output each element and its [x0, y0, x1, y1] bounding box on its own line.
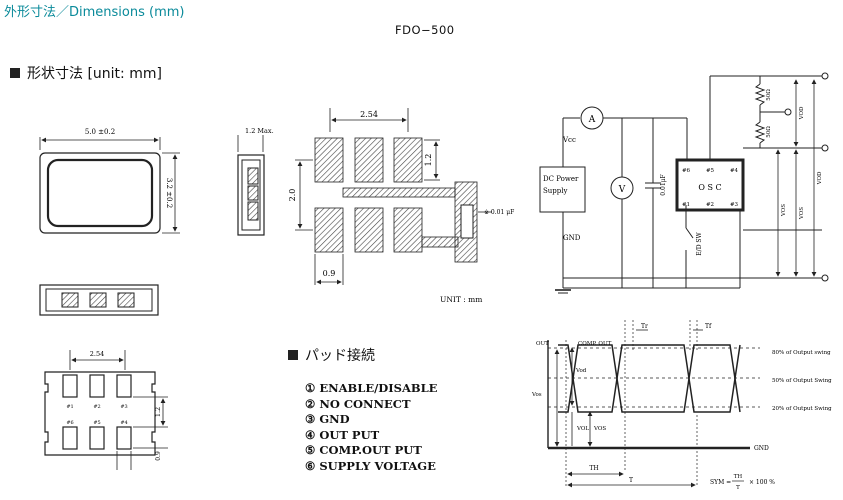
- dimensions-heading-text: 形状寸法 [unit: mm]: [27, 66, 162, 82]
- cap-label: 0.01μF: [660, 174, 667, 195]
- vod-label: Vod: [575, 368, 587, 374]
- level-50-label: 50% of Output Swing: [772, 378, 832, 384]
- test-circuit-drawing: [539, 72, 829, 294]
- comp-out-label: COMP. OUT: [578, 341, 612, 347]
- land-pad-height-label: 1.2: [424, 154, 433, 167]
- resistor-label: 50Ω: [766, 126, 772, 138]
- bottom-pitch-label: 2.54: [90, 350, 104, 358]
- sym-label: SYM =: [710, 479, 731, 486]
- pad-number: #4: [120, 420, 127, 426]
- tf-label: Tf: [705, 323, 712, 330]
- land-cap-label: ※ 0.01 μF: [484, 209, 514, 216]
- voltmeter-icon: V: [618, 185, 626, 195]
- pad-item: ⑥ SUPPLY VOLTAGE: [305, 458, 436, 473]
- osc-pin: #6: [682, 168, 691, 174]
- vos-label: VOS: [799, 207, 805, 220]
- top-height-label: 3.2 ±0.2: [165, 178, 173, 208]
- land-pad-width-label: 0.9: [323, 269, 336, 278]
- page-title: 外形寸法／Dimensions (mm): [4, 5, 185, 20]
- vol-label: VOL: [576, 426, 589, 432]
- land-pitch-label: 2.54: [360, 110, 378, 119]
- pad-item: ③ GND: [305, 412, 350, 427]
- osc-pin: #2: [706, 202, 714, 208]
- pad-number: #2: [93, 404, 100, 410]
- pad-item: ② NO CONNECT: [305, 396, 411, 411]
- th-label: TH: [589, 465, 598, 472]
- pad-item: ④ OUT PUT: [305, 427, 380, 442]
- osc-label: O S C: [698, 183, 721, 192]
- pad-number: #1: [66, 404, 73, 410]
- land-row-label: 2.0: [288, 189, 297, 202]
- unit-note: UNIT : mm: [440, 295, 482, 304]
- level-20-label: 20% of Output Swing: [772, 406, 832, 412]
- osc-pin: #3: [730, 202, 739, 208]
- pad-item: ⑤ COMP.OUT PUT: [305, 443, 422, 458]
- square-bullet-icon: [10, 68, 20, 78]
- pad-number: #5: [93, 420, 100, 426]
- pad-connection-heading: パッド接続: [288, 345, 375, 365]
- power-supply-label: DC Power: [543, 175, 579, 183]
- sym-denominator: T: [736, 485, 740, 491]
- vos-label: VOS: [781, 204, 787, 217]
- tr-label: Tr: [641, 323, 648, 330]
- land-pattern-drawing: [295, 108, 492, 285]
- osc-pin: #5: [706, 168, 715, 174]
- vos-label: Vos: [531, 392, 542, 398]
- vos-label: VOS: [593, 426, 606, 432]
- vod-label: VOD: [799, 106, 805, 120]
- bottom-low-dim-label: 0.9: [155, 451, 162, 461]
- sym-tail: × 100 %: [749, 479, 775, 486]
- bottom-right-dim-label: 1.2: [154, 407, 162, 417]
- pad-number: #3: [120, 404, 127, 410]
- top-width-label: 5.0 ±0.2: [85, 128, 115, 136]
- osc-pin: #4: [730, 168, 739, 174]
- ammeter-icon: A: [588, 115, 596, 125]
- resistor-label: 50Ω: [766, 89, 772, 101]
- pad-connection-list: ① ENABLE/DISABLE ② NO CONNECT ③ GND ④ OU…: [305, 381, 437, 475]
- switch-label: E/D SW: [696, 231, 703, 255]
- out-label: OUT: [536, 341, 549, 347]
- pad-connection-heading-text: パッド接続: [305, 348, 375, 364]
- side-view-drawing: [237, 135, 265, 236]
- sym-numerator: TH: [734, 474, 743, 480]
- side-thickness-label: 1.2 Max.: [245, 127, 274, 135]
- waveform-drawing: [547, 320, 760, 488]
- bottom-view-drawing: [44, 350, 168, 470]
- level-80-label: 80% of Output swing: [772, 350, 831, 356]
- power-supply-label: Supply: [543, 187, 568, 195]
- model-name: FDO−500: [395, 23, 455, 37]
- osc-pin: #1: [682, 202, 690, 208]
- pad-item: ① ENABLE/DISABLE: [305, 381, 438, 395]
- dimensions-heading: 形状寸法 [unit: mm]: [10, 63, 162, 83]
- t-label: T: [629, 477, 633, 484]
- front-view-drawing: [39, 284, 159, 316]
- vcc-label: Vcc: [562, 136, 576, 144]
- vod-label: VOD: [817, 171, 823, 185]
- square-bullet-icon: [288, 350, 298, 360]
- gnd-label: GND: [754, 445, 769, 452]
- pad-number: #6: [66, 420, 73, 426]
- top-view-drawing: [39, 137, 180, 234]
- gnd-label: GND: [563, 234, 581, 242]
